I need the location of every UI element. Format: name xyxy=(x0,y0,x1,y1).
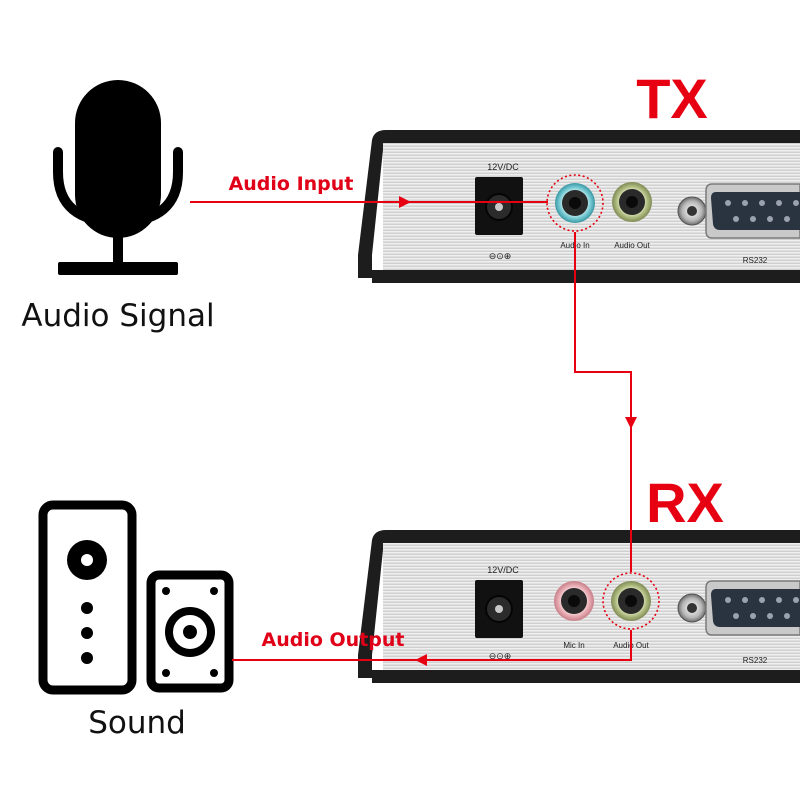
tx-base xyxy=(372,270,800,283)
tx-power-label: 12V/DC xyxy=(487,162,519,172)
screw-dot xyxy=(210,587,218,595)
rx-audio-out-highlight xyxy=(602,572,660,630)
rx-power-label: 12V/DC xyxy=(487,565,519,575)
speaker-dot xyxy=(81,627,93,639)
tx-serial-pins xyxy=(725,200,799,222)
tx-device: 12V/DC ⊖⊙⊕ Audio In Audio Out RS232 xyxy=(320,130,800,283)
screw-dot xyxy=(162,669,170,677)
rx-base xyxy=(372,670,800,683)
audio-output-label: Audio Output xyxy=(262,629,405,651)
screw-dot xyxy=(210,669,218,677)
screw-dot xyxy=(162,587,170,595)
rx-title: RX xyxy=(646,471,724,534)
audio-input-label: Audio Input xyxy=(229,173,354,195)
rx-power-pin xyxy=(495,605,503,613)
sound-label: Sound xyxy=(88,705,186,741)
rx-mic-in-hole xyxy=(568,595,580,607)
rx-audio-out-hole xyxy=(625,595,637,607)
tx-power-polarity: ⊖⊙⊕ xyxy=(489,251,512,261)
rx-serial-label: RS232 xyxy=(743,656,768,665)
audio-output-arrow-head xyxy=(415,630,632,666)
tall-speaker xyxy=(38,500,137,695)
tx-serial-screw-hole xyxy=(687,206,697,216)
rx-chassis-edge xyxy=(320,530,800,678)
speaker-dot xyxy=(81,652,93,664)
tx-serial-label: RS232 xyxy=(743,256,768,265)
tx-to-rx-arrow xyxy=(574,232,637,429)
audio-signal-label: Audio Signal xyxy=(21,298,214,334)
speaker-icon xyxy=(38,500,234,695)
tx-title: TX xyxy=(636,67,708,130)
rx-mic-in-label: Mic In xyxy=(563,641,584,650)
tx-chassis-edge xyxy=(320,130,800,278)
rx-serial-screw-hole xyxy=(687,603,697,613)
rx-power-polarity: ⊖⊙⊕ xyxy=(489,651,512,661)
tx-serial-connector xyxy=(711,192,800,230)
signal-arrows xyxy=(190,196,637,666)
tx-power-pin xyxy=(495,203,503,211)
small-speaker-center xyxy=(183,625,197,639)
tall-speaker-woofer-center xyxy=(81,554,93,566)
rx-serial-pins xyxy=(725,597,799,619)
tx-audio-out-hole xyxy=(626,196,638,208)
tx-audio-in-hole xyxy=(569,197,581,209)
microphone-icon xyxy=(53,80,183,275)
tx-audio-out-label: Audio Out xyxy=(614,241,650,250)
rx-serial-connector xyxy=(711,589,800,627)
small-speaker-cone xyxy=(165,607,215,657)
speaker-dot xyxy=(81,602,93,614)
small-speaker xyxy=(146,570,234,693)
tx-audio-in-highlight xyxy=(546,174,604,232)
